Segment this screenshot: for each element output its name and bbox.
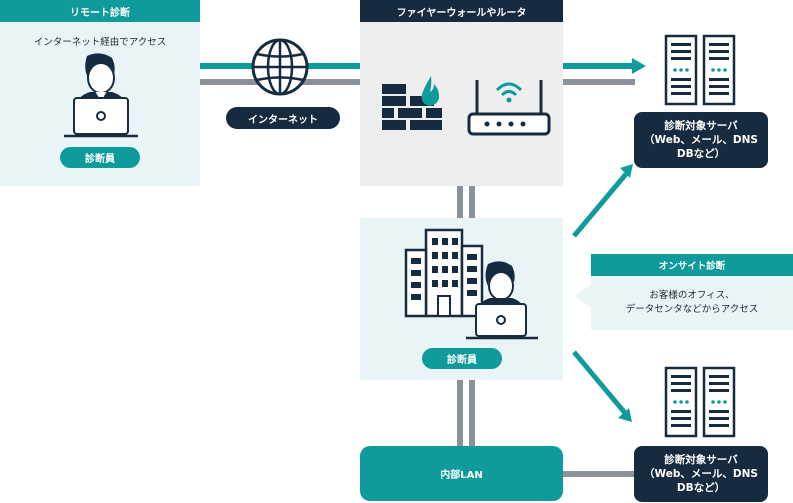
onsite-person-label: 診断員 [422, 348, 502, 369]
target-server-2-line-2: （Web、メール、DNS [644, 468, 758, 480]
firewall-icon [382, 76, 442, 130]
target-server-1-line-3: DBなど） [676, 148, 726, 160]
onsite-callout-line-1: お客様のオフィス、 [649, 290, 735, 301]
server-icon-1 [664, 34, 736, 106]
arrow-head-server-1 [632, 58, 646, 74]
arrow-down-head [618, 408, 632, 422]
onsite-callout: オンサイト診断 お客様のオフィス、 データセンタなどからアクセス [574, 254, 793, 330]
onsite-callout-title: オンサイト診断 [591, 254, 793, 276]
target-server-2: 診断対象サーバ （Web、メール、DNS DBなど） [634, 446, 768, 502]
globe-icon [251, 38, 309, 96]
callout-pointer [574, 284, 592, 308]
onsite-callout-line-2: データセンタなどからアクセス [625, 304, 759, 315]
gray-vertical-2b [469, 380, 475, 446]
target-server-2-line-1: 診断対象サーバ [664, 454, 738, 466]
firewall-title: ファイヤーウォールやルータ [360, 0, 563, 22]
teal-line-to-server [563, 63, 635, 69]
onsite-callout-body: お客様のオフィス、 データセンタなどからアクセス [591, 276, 793, 330]
target-server-1-line-1: 診断対象サーバ [664, 120, 738, 132]
arrow-up-head [620, 164, 633, 178]
arrow-up-line [572, 172, 628, 238]
remote-person-laptop-icon [64, 53, 138, 138]
remote-panel: リモート診断 インターネット経由でアクセス 診断員 [0, 0, 200, 186]
onsite-panel: 診断員 [360, 218, 563, 380]
remote-caption: インターネット経由でアクセス [33, 37, 167, 48]
internal-lan: 内部LAN [360, 446, 563, 501]
firewall-panel: ファイヤーウォールやルータ [360, 0, 563, 186]
router-icon [467, 80, 551, 136]
office-building-icon [404, 228, 484, 318]
gray-vertical-1a [457, 186, 463, 218]
gray-vertical-2a [457, 380, 463, 446]
gray-vertical-1b [469, 186, 475, 218]
internet-label: インターネット [226, 107, 340, 129]
gray-line-to-server [563, 79, 635, 85]
target-server-2-line-3: DBなど） [676, 482, 726, 494]
onsite-person-laptop-icon [466, 261, 538, 340]
gray-line-lan-server [563, 471, 635, 477]
target-server-1-line-2: （Web、メール、DNS [644, 134, 758, 146]
server-icon-2 [664, 366, 736, 438]
remote-person-label: 診断員 [60, 147, 140, 168]
target-server-1: 診断対象サーバ （Web、メール、DNS DBなど） [634, 112, 768, 168]
arrow-down-line [572, 350, 627, 415]
remote-title: リモート診断 [0, 0, 200, 22]
